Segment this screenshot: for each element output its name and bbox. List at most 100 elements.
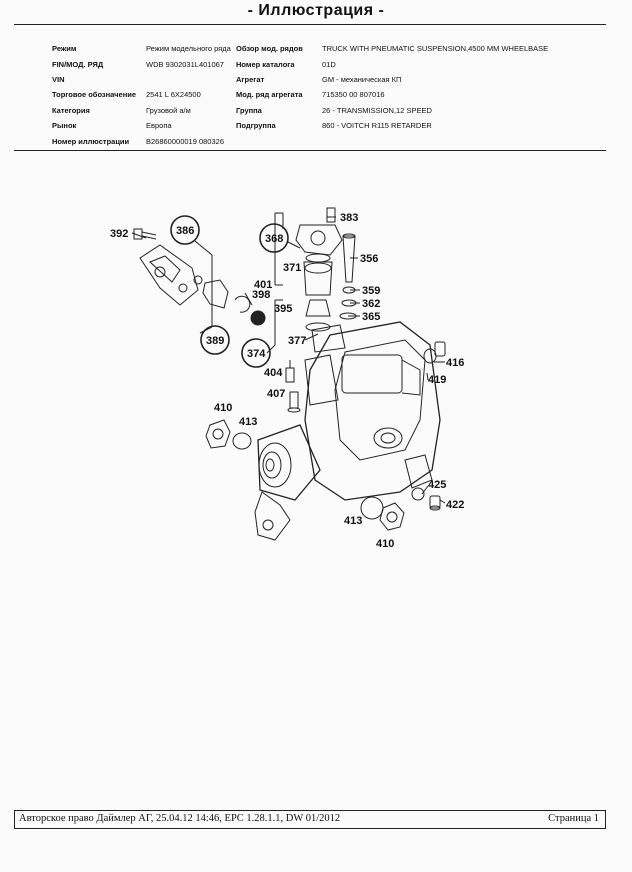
rod-356-icon [342,235,356,283]
plug-416-icon [423,341,446,364]
sleeve-top-icon [304,262,332,274]
header-row: VIN Агрегат GM - механическая КП [52,72,612,87]
o-ring-icon [305,253,331,263]
page-number: Страница 1 [548,813,599,824]
ring-362-icon [341,299,357,307]
trade-designation-label: Торговое обозначение [52,90,137,100]
footer-bar: Авторское право Даймлер АГ, 25.04.12 14:… [14,810,606,829]
retarder-housing-icon [254,321,441,541]
callout-386: 386 [176,225,194,237]
callout-383: 383 [340,212,358,224]
model-overview-value: TRUCK WITH PNEUMATIC SUSPENSION,4500 MM … [322,44,549,54]
sleeve-371-icon [303,261,333,296]
catalog-number-label: Номер каталога [236,59,295,69]
callout-circle [241,338,271,368]
callout-407: 407 [267,388,285,400]
callout-359: 359 [362,285,380,297]
aggregate-model-label: Мод. ряд агрегата [236,90,303,100]
callout-368: 368 [265,233,283,245]
callout-410-right: 410 [376,538,394,550]
callout-398: 398 [252,289,270,301]
callout-circle [200,325,230,355]
leader-line [304,333,319,341]
callout-401: 401 [254,279,272,291]
illustration-number-label: Номер иллюстрации [52,136,130,146]
category-value: Грузовой а/м [146,105,191,115]
mode-value: Режим модельного ряда [146,44,231,54]
exploded-parts-diagram: 392 386 401 398 395 389 368 383 371 356 … [110,207,464,550]
callout-404: 404 [264,367,283,379]
group-label: Группа [236,105,262,115]
header-row: Режим Режим модельного ряда Обзор мод. р… [52,41,612,56]
header-row: Категория Грузовой а/м Группа 26 - TRANS… [52,103,612,118]
seal-413-left-icon [232,432,252,450]
fin-value: WDB 9302031L401067 [146,59,224,69]
callout-416: 416 [446,357,464,369]
leader-line [421,485,429,495]
top-rule [14,24,606,25]
plug-410-right-icon [379,502,405,531]
group-value: 26 - TRANSMISSION,12 SPEED [322,105,432,115]
info-header: Режим Режим модельного ряда Обзор мод. р… [52,41,612,149]
catalog-number-value: 01D [322,59,336,69]
plug-422-icon [429,495,441,511]
aggregate-value: GM - механическая КП [322,74,402,84]
market-label: Рынок [52,121,77,131]
callout-392: 392 [110,228,128,240]
subgroup-label: Подгруппа [236,121,276,131]
callout-374: 374 [247,348,266,360]
market-value: Европа [146,121,172,131]
header-row: Рынок Европа Подгруппа 860 - VOITCH R115… [52,118,612,133]
aggregate-model-value: 715350 00 807016 [322,90,385,100]
callout-377: 377 [288,335,306,347]
fin-label: FIN/МОД. РЯД [52,59,104,69]
o-ring-icon [193,275,203,285]
fitting-383-icon [295,207,343,256]
copyright-text: Авторское право Даймлер АГ, 25.04.12 14:… [19,813,341,824]
callout-419: 419 [428,374,446,386]
sensor-407-icon [287,391,301,413]
callout-371: 371 [283,262,301,274]
snap-ring-401-icon [234,295,251,313]
leader-line [287,241,301,249]
header-row: Номер иллюстрации B26860000019 080326 [52,133,612,148]
callout-413-right: 413 [344,515,362,527]
callout-circle [170,215,200,245]
bolt-392-icon [133,228,157,240]
callout-413-left: 413 [239,416,257,428]
callout-395: 395 [274,303,292,315]
model-overview-label: Обзор мод. рядов [236,44,303,54]
sensor-404-icon [285,360,295,383]
callout-389: 389 [206,335,224,347]
seal-413-right-icon [360,496,384,520]
vin-label: VIN [52,74,65,84]
callout-425: 425 [428,479,446,491]
callout-422: 422 [446,499,464,511]
ring-425-icon [411,487,425,501]
ring-359-icon [342,286,356,294]
page-title: - Иллюстрация - [247,2,385,19]
leader-line [439,499,446,504]
plug-410-left-icon [205,419,231,449]
leader-line [266,344,276,354]
aggregate-label: Агрегат [236,74,265,84]
leader-line [426,372,429,381]
callout-362: 362 [362,298,380,310]
gasket-icon [202,279,229,309]
callout-365: 365 [362,311,380,323]
trade-designation-value: 2541 L 6X24500 [146,90,201,100]
category-label: Категория [52,105,90,115]
callout-circle [259,223,289,253]
header-row: Торговое обозначение 2541 L 6X24500 Мод.… [52,87,612,102]
header-bottom-rule [14,150,606,151]
callout-356: 356 [360,253,378,265]
subgroup-value: 860 - VOITCH R115 RETARDER [322,121,432,131]
illustration-number-value: B26860000019 080326 [146,136,224,146]
ring-365-icon [339,312,357,320]
plug-398-icon [250,310,266,326]
leader-line [194,240,213,256]
header-row: FIN/МОД. РЯД WDB 9302031L401067 Номер ка… [52,56,612,71]
callout-410-left: 410 [214,402,232,414]
cover-386-icon [139,244,199,306]
mode-label: Режим [52,44,77,54]
